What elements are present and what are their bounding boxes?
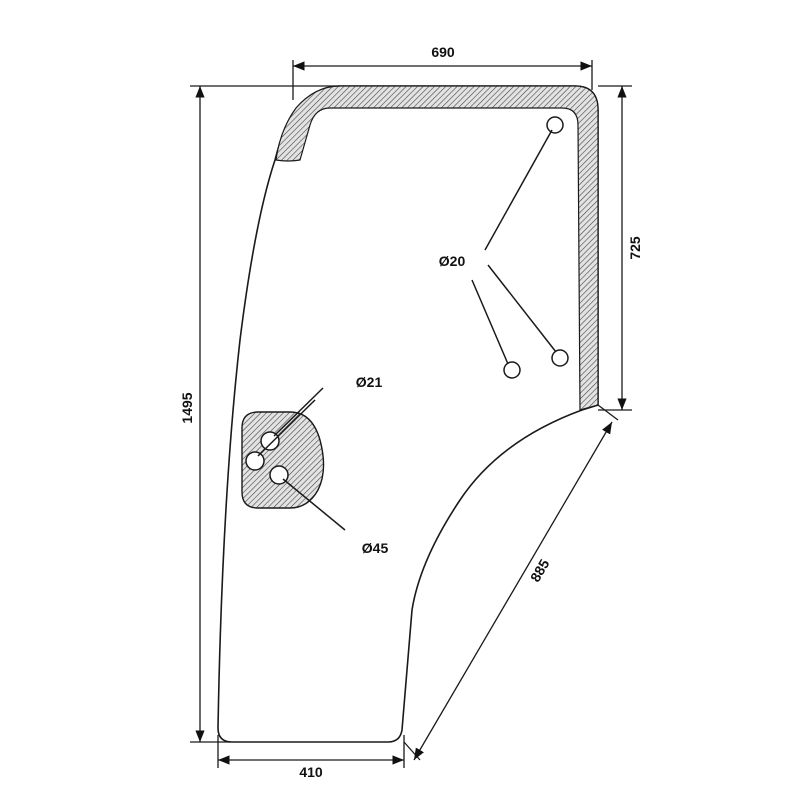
dimension-left-height-label: 1495 (179, 392, 195, 423)
hole-mid-right (551, 349, 569, 367)
hatched-frame-band (275, 85, 599, 411)
hole-plate-left (245, 451, 265, 471)
callout-hole-top-right: Ø20 (439, 253, 466, 269)
callout-hole-left-large: Ø45 (362, 540, 389, 556)
dimension-right-height-label: 725 (627, 236, 643, 260)
dimension-bottom-width (217, 735, 405, 768)
dimension-top-width (292, 60, 593, 100)
hole-mid-center (503, 361, 521, 379)
hole-top-right (546, 116, 564, 134)
leader-lines (257, 129, 557, 531)
dimension-top-width-label: 690 (431, 44, 455, 60)
dimension-bottom-width-label: 410 (299, 764, 323, 780)
dimension-left-height (190, 85, 340, 743)
callout-hole-left-small: Ø21 (356, 374, 383, 390)
dimension-diagonal (403, 404, 619, 761)
